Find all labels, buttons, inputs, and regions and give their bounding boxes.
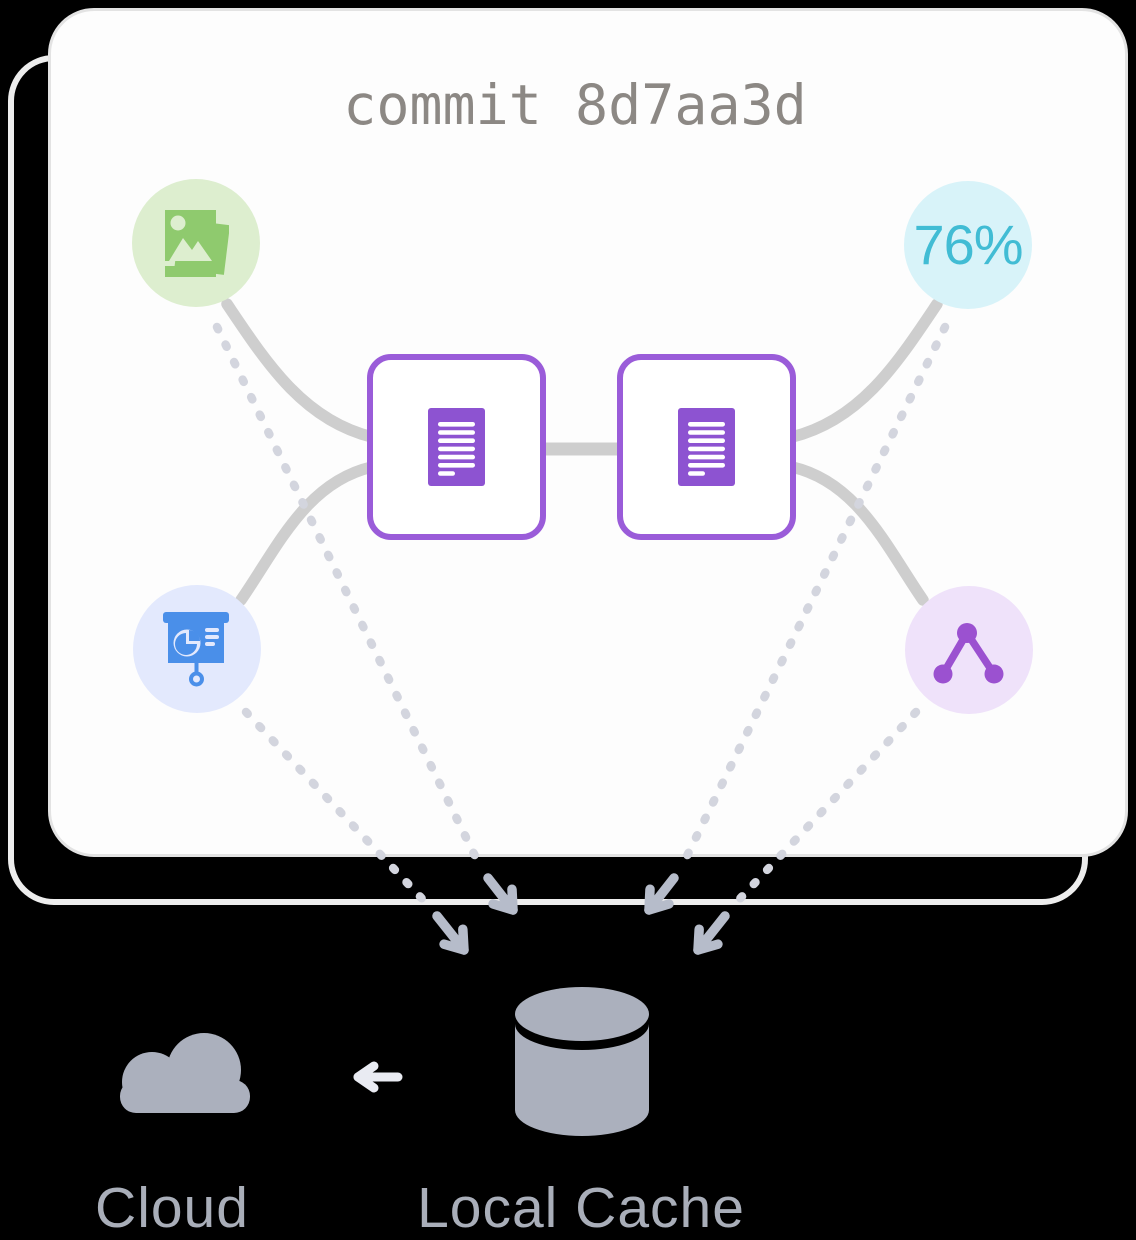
document-box-right (617, 354, 796, 540)
database-icon (515, 987, 649, 1136)
photos-icon (165, 210, 229, 277)
document-icon (678, 408, 735, 486)
local-cache-label: Local Cache (417, 1176, 745, 1240)
curve-slides-to-doc (235, 461, 378, 606)
cache-arrows (432, 873, 730, 955)
arrow-inner-left (483, 873, 518, 915)
commit-card (48, 8, 1128, 857)
merge-curves (221, 298, 943, 606)
curve-coverage-to-doc (786, 298, 943, 443)
asset-graph-node (905, 586, 1033, 714)
document-icon (428, 408, 485, 486)
database-top (515, 987, 649, 1041)
asset-slides-node (133, 585, 261, 713)
arrow-outer-left (432, 911, 469, 955)
commit-title: commit 8d7aa3d (343, 73, 807, 137)
dotted-slides-line (241, 707, 433, 910)
dotted-cache-lines (212, 322, 950, 910)
asset-coverage-node: 76% (904, 181, 1032, 309)
presentation-icon (163, 612, 229, 687)
cloud-icon (120, 1033, 250, 1113)
network-graph-icon (933, 623, 1004, 684)
cloud-label: Cloud (95, 1176, 249, 1240)
arrow-inner-right (644, 873, 679, 915)
document-box-left (367, 354, 546, 540)
dotted-coverage-line (681, 322, 950, 863)
coverage-value: 76% (913, 213, 1023, 276)
curve-images-to-doc (221, 298, 378, 443)
asset-images-node (132, 179, 260, 307)
curve-graph-to-doc (786, 461, 929, 606)
database-body (515, 1024, 649, 1136)
dotted-images-line (212, 322, 481, 863)
arrow-outer-right (693, 911, 730, 955)
dotted-graph-line (729, 707, 921, 910)
